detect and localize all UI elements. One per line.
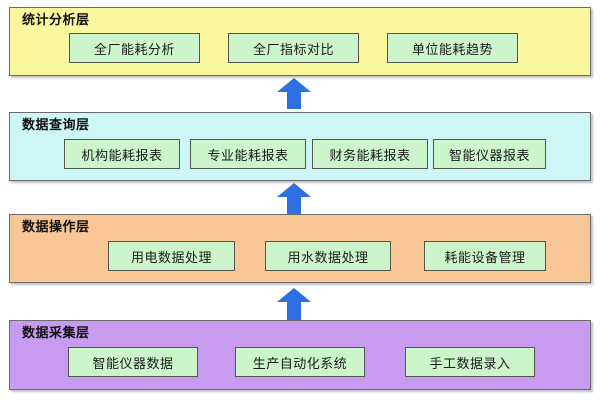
arrow-up-icon bbox=[277, 288, 311, 320]
layer-statistics-title: 统计分析层 bbox=[22, 13, 90, 28]
node-manual-data-entry[interactable]: 手工数据录入 bbox=[405, 347, 535, 377]
node-unit-energy-trend[interactable]: 单位能耗趋势 bbox=[387, 33, 518, 63]
node-plant-indicator-comparison[interactable]: 全厂指标对比 bbox=[228, 33, 359, 63]
layer-collection-title: 数据采集层 bbox=[22, 326, 90, 341]
arrow-operation-to-query bbox=[277, 183, 311, 214]
node-energy-equipment-management[interactable]: 耗能设备管理 bbox=[424, 241, 546, 271]
node-production-automation-system[interactable]: 生产自动化系统 bbox=[235, 347, 365, 377]
node-plant-energy-analysis[interactable]: 全厂能耗分析 bbox=[69, 33, 200, 63]
arrow-query-to-statistics bbox=[277, 78, 311, 109]
layer-operation-title: 数据操作层 bbox=[22, 220, 90, 235]
arrow-up-icon bbox=[277, 183, 311, 214]
node-water-data-processing[interactable]: 用水数据处理 bbox=[265, 241, 391, 271]
node-smart-meter-report[interactable]: 智能仪器报表 bbox=[433, 139, 546, 169]
layer-query-title: 数据查询层 bbox=[22, 118, 90, 133]
arrow-up-icon bbox=[277, 78, 311, 109]
node-institution-energy-report[interactable]: 机构能耗报表 bbox=[64, 139, 180, 169]
node-smart-meter-data[interactable]: 智能仪器数据 bbox=[68, 347, 198, 377]
node-electricity-data-processing[interactable]: 用电数据处理 bbox=[108, 241, 235, 271]
node-professional-energy-report[interactable]: 专业能耗报表 bbox=[190, 139, 306, 169]
node-financial-energy-report[interactable]: 财务能耗报表 bbox=[312, 139, 428, 169]
arrow-collection-to-operation bbox=[277, 288, 311, 320]
